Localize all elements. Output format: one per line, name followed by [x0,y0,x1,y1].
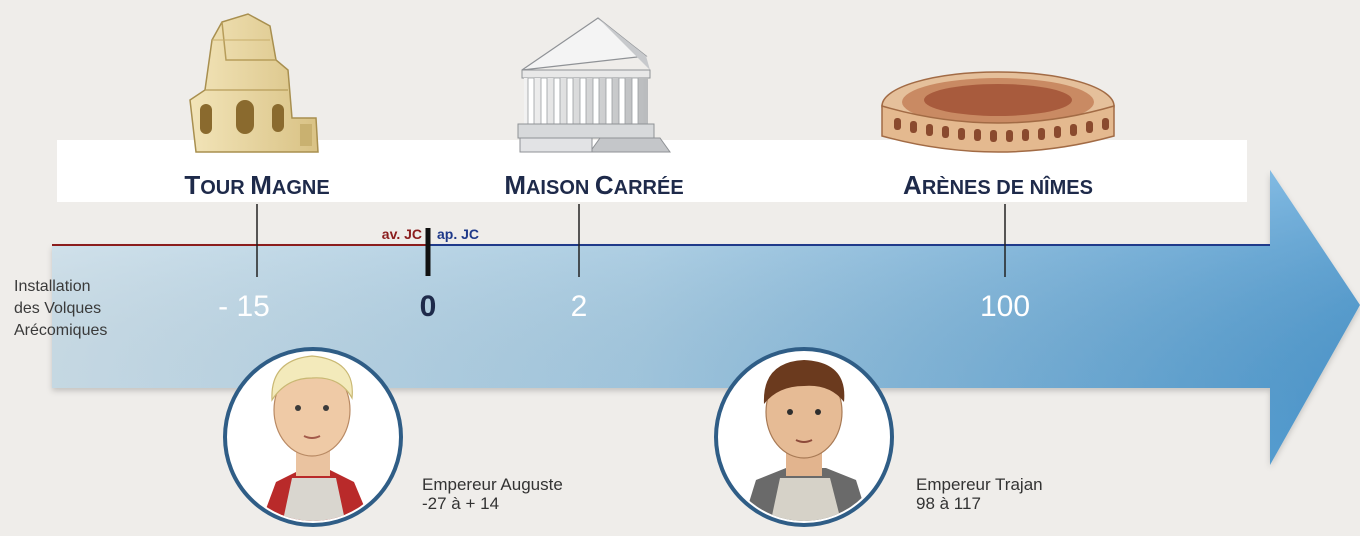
year-label-maison-carree: 2 [571,290,588,323]
trajan-caption: Empereur Trajan 98 à 117 [916,475,1043,513]
maison-carree-icon [517,17,671,153]
monument-name-tour-magne: TOUR MAGNE [184,170,329,200]
trajan-portrait-icon [714,347,894,527]
augustus-caption: Empereur Auguste -27 à + 14 [422,475,563,513]
monument-name-arenes: ARÈNES DE NÎMES [903,170,1093,200]
year-label-arenes: 100 [980,290,1030,323]
start-note-line-3: Arécomiques [14,322,108,339]
era-label-after: ap. JC [437,226,479,242]
tour-magne-icon [189,13,319,153]
timeline-arrow [52,170,1360,465]
start-note-line-1: Installation [14,278,91,295]
trajan-title: Empereur Trajan [916,475,1043,494]
augustus-portrait-icon [223,347,403,527]
trajan-reign: 98 à 117 [916,494,981,513]
start-note-line-2: des Volques [14,300,102,317]
year-label-tour-magne: - 15 [218,290,270,323]
monument-name-maison-carree: MAISON CARRÉE [504,170,683,200]
year-label-zero: 0 [420,290,437,323]
arenes-de-nimes-icon [881,71,1115,153]
augustus-title: Empereur Auguste [422,475,563,494]
start-note: Installation des Volques Arécomiques [14,276,107,342]
era-label-before: av. JC [382,226,422,242]
augustus-reign: -27 à + 14 [422,494,500,513]
